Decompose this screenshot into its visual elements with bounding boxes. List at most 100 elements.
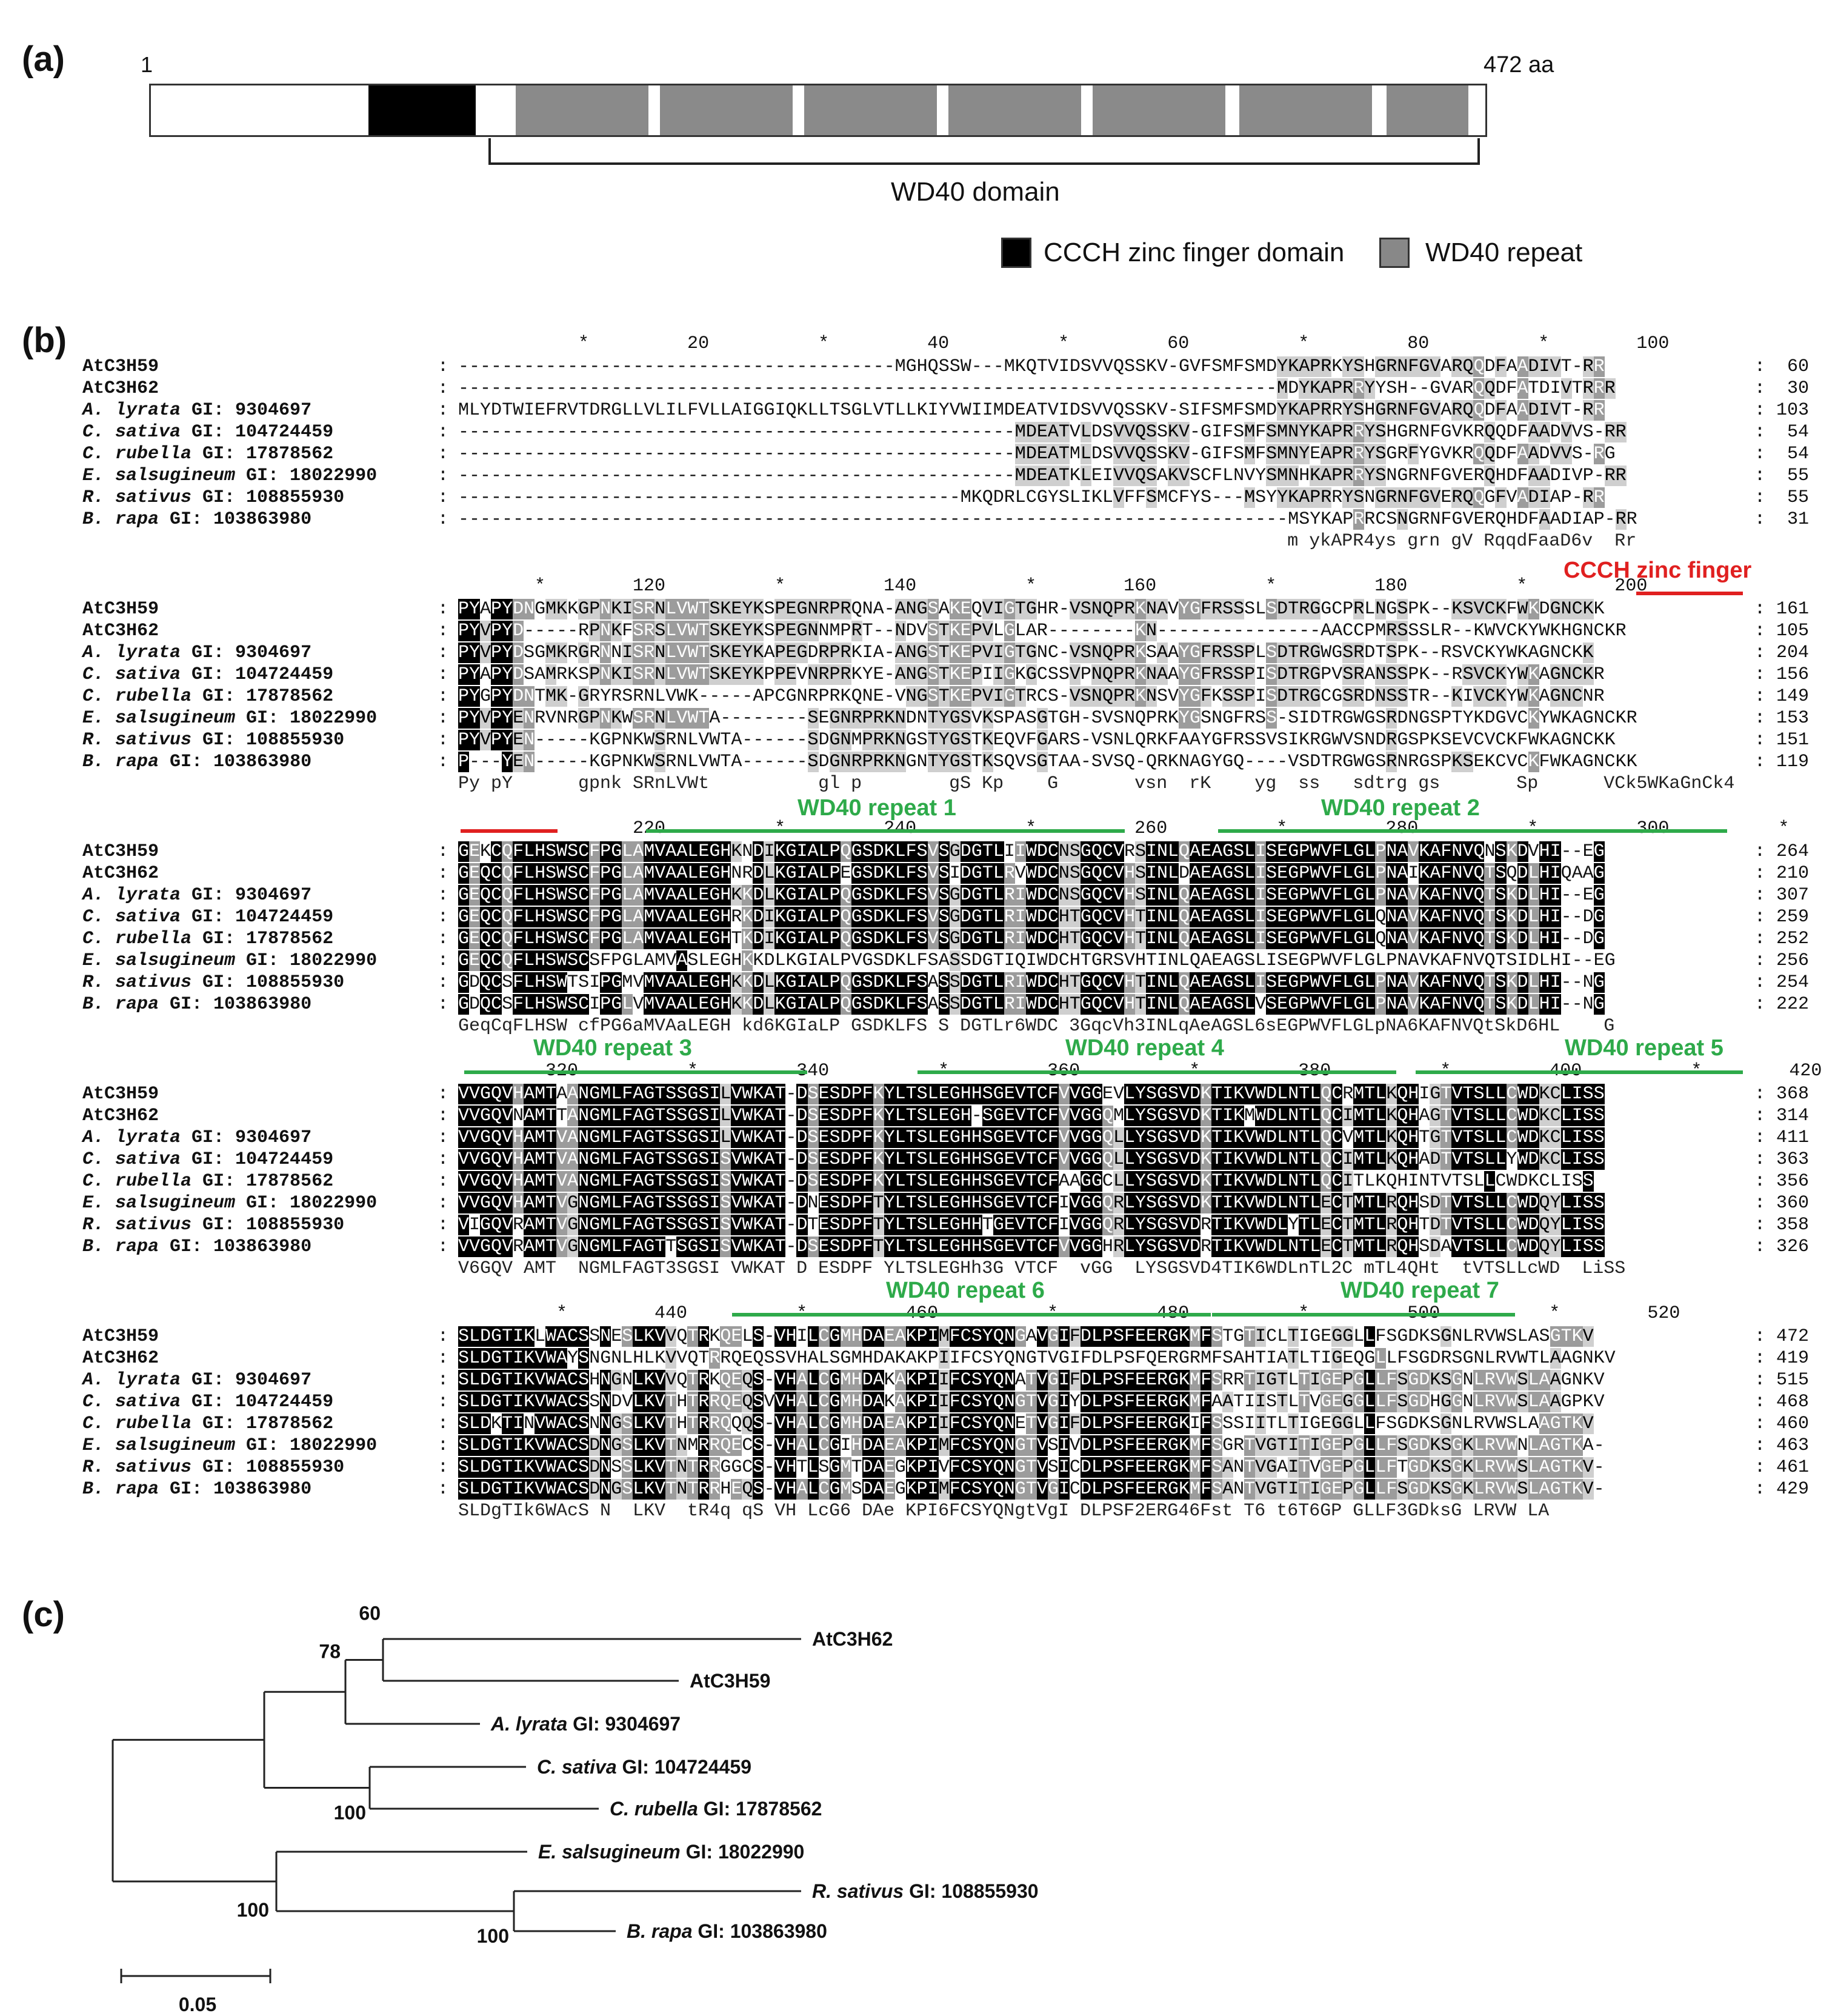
- sequence-position: : 119: [1754, 752, 1810, 772]
- species-name-text: GI: 103863980: [159, 509, 312, 530]
- aligned-sequence: GEQCQFLHSWSCFPGLAMVAALEGHKKDLKGIALPQGSDK…: [458, 885, 1605, 906]
- domain-annotation-line: [464, 1070, 807, 1074]
- aligned-sequence: P---YEN-----KGPNKWSRNLVWTA------SDGNRPRK…: [458, 752, 1637, 772]
- species-name: A. lyrata GI: 9304697: [82, 1370, 311, 1390]
- aligned-sequence: GEQCQFLHSWSCFPGLAMVAALEGHRKDIKGIALPQGSDK…: [458, 907, 1605, 927]
- domain-annotation-line: [1218, 829, 1727, 833]
- species-name: E. salsugineum GI: 18022990: [82, 1435, 377, 1456]
- separator-colon: :: [438, 994, 449, 1015]
- domain-annotation-label: WD40 repeat 5: [1565, 1035, 1723, 1061]
- species-name-text: GI: 9304697: [181, 885, 312, 906]
- species-name-italic: A. lyrata: [82, 1370, 181, 1390]
- sequence-position: : 360: [1754, 1193, 1810, 1213]
- species-name-text: GI: 108855930: [191, 1457, 345, 1478]
- species-name: C. sativa GI: 104724459: [82, 422, 333, 442]
- species-name-text: AtC3H62: [82, 1348, 159, 1369]
- separator-colon: :: [438, 1084, 449, 1104]
- separator-colon: :: [438, 929, 449, 949]
- species-name: C. sativa GI: 104724459: [82, 1149, 333, 1170]
- protein-start-label: 1: [141, 52, 153, 77]
- separator-colon: :: [438, 863, 449, 884]
- tree-leaf-italic: C. rubella: [610, 1798, 698, 1820]
- sequence-position: : 264: [1754, 841, 1810, 862]
- domain-annotation-label: CCCH zinc finger: [1564, 558, 1752, 583]
- sequence-position: : 314: [1754, 1106, 1810, 1126]
- aligned-sequence: ----------------------------------------…: [458, 509, 1637, 530]
- aligned-sequence: GDQCSFLHSWTSIPGMVMVAALEGHKKDLKGIALPQGSDK…: [458, 972, 1605, 993]
- consensus-sequence: Py pY gpnk SRnLVWt gl p gS Kp G vsn rK y…: [458, 773, 1735, 794]
- species-name: R. sativus GI: 108855930: [82, 972, 344, 993]
- wd40-domain-caption: WD40 domain: [891, 177, 1060, 207]
- separator-colon: :: [438, 1435, 449, 1456]
- legend-wd40-swatch: [1379, 238, 1410, 268]
- species-name-italic: A. lyrata: [82, 1127, 181, 1148]
- sequence-position: : 60: [1754, 356, 1810, 377]
- separator-colon: :: [438, 422, 449, 442]
- alignment-block: * 440 * 460 * 480 * 500 * 520AtC3H59:SLD…: [0, 1285, 1835, 1527]
- domain-annotation-line: [1636, 592, 1743, 595]
- zinc-finger-domain: [368, 85, 476, 135]
- sequence-position: : 30: [1754, 378, 1810, 399]
- sequence-position: : 411: [1754, 1127, 1810, 1148]
- aligned-sequence: ----------------------------------------…: [458, 444, 1616, 464]
- sequence-position: : 515: [1754, 1370, 1810, 1390]
- species-name-italic: E. salsugineum: [82, 1435, 236, 1456]
- aligned-sequence: GEQCQFLHSWSCFPGLAMVAALEGHTKDIKGIALPQGSDK…: [458, 929, 1605, 949]
- aligned-sequence: VVGQVHAMTVANGMLFAGTSSGSISVWKAT-DSESDPFKY…: [458, 1149, 1605, 1170]
- species-name-italic: C. rubella: [82, 1171, 192, 1192]
- separator-colon: :: [438, 356, 449, 377]
- species-name: AtC3H62: [82, 378, 159, 399]
- zinc-finger-annotation-line-cont: [461, 829, 558, 833]
- sequence-position: : 461: [1754, 1457, 1810, 1478]
- species-name-text: GI: 104724459: [181, 1392, 334, 1412]
- species-name-italic: A. lyrata: [82, 885, 181, 906]
- separator-colon: :: [438, 444, 449, 464]
- aligned-sequence: VVGQVHAMTVGNGMLFAGTSSGSISVWKAT-DNESDPFTY…: [458, 1193, 1605, 1213]
- separator-colon: :: [438, 885, 449, 906]
- species-name: AtC3H59: [82, 599, 159, 619]
- tree-leaf-italic: A. lyrata: [490, 1713, 567, 1735]
- species-name-text: GI: 18022990: [235, 466, 378, 486]
- wd40-repeat-box: [1386, 85, 1468, 135]
- species-name: R. sativus GI: 108855930: [82, 1457, 344, 1478]
- species-name-text: GI: 17878562: [191, 1171, 334, 1192]
- aligned-sequence: PYVPYD-----RPNKFSRSLVWTSKEYKSPEGNNMPRT--…: [458, 621, 1627, 641]
- separator-colon: :: [438, 1392, 449, 1412]
- aligned-sequence: SLDGTIKLWACSSNESLKVVQTRKQELS-VHILCGMHDAE…: [458, 1326, 1594, 1347]
- panel-a-label: (a): [22, 39, 65, 79]
- species-name-italic: A. lyrata: [82, 643, 181, 663]
- species-name-italic: R. sativus: [82, 730, 192, 750]
- tree-leaf-text: GI: 18022990: [681, 1841, 805, 1863]
- species-name-italic: C. rubella: [82, 929, 192, 949]
- sequence-position: : 363: [1754, 1149, 1810, 1170]
- species-name-italic: C. sativa: [82, 664, 181, 685]
- species-name-italic: E. salsugineum: [82, 1193, 236, 1213]
- tree-leaf-label: C. rubella GI: 17878562: [610, 1798, 822, 1820]
- sequence-position: : 55: [1754, 466, 1810, 486]
- species-name: C. sativa GI: 104724459: [82, 1392, 333, 1412]
- bootstrap-value: 100: [237, 1899, 269, 1921]
- sequence-position: : 54: [1754, 444, 1810, 464]
- species-name: AtC3H59: [82, 356, 159, 377]
- species-name-text: AtC3H62: [82, 378, 159, 399]
- species-name-italic: R. sativus: [82, 1457, 192, 1478]
- aligned-sequence: SLDGTIKVWACSSNDVLKVTHTRRQEQSVVHALCGMHDAK…: [458, 1392, 1605, 1412]
- species-name-italic: E. salsugineum: [82, 950, 236, 971]
- species-name-text: GI: 18022990: [235, 1435, 378, 1456]
- separator-colon: :: [438, 1457, 449, 1478]
- separator-colon: :: [438, 509, 449, 530]
- species-name: R. sativus GI: 108855930: [82, 487, 344, 508]
- aligned-sequence: SLDGTIKVWACSDNSSLKVTNTRRGGCS-VHTLSGMTDAE…: [458, 1457, 1605, 1478]
- aligned-sequence: PYVPYEN-----KGPNKWSRNLVWTA------SDGNMPRK…: [458, 730, 1616, 750]
- separator-colon: :: [438, 950, 449, 971]
- sequence-position: : 103: [1754, 400, 1810, 421]
- sequence-position: : 204: [1754, 643, 1810, 663]
- species-name-text: GI: 103863980: [159, 994, 312, 1015]
- wd40-repeat-box: [515, 85, 649, 135]
- sequence-position: : 472: [1754, 1326, 1810, 1347]
- separator-colon: :: [438, 664, 449, 685]
- consensus-sequence: V6GQV AMT NGMLFAGT3SGSI VWKAT D ESDPF YL…: [458, 1258, 1626, 1279]
- domain-annotation-line: [917, 1070, 1396, 1074]
- aligned-sequence: VVGQVRAMTVGNGMLFAGTTSGSISVWKAT-DSESDPFTY…: [458, 1237, 1605, 1257]
